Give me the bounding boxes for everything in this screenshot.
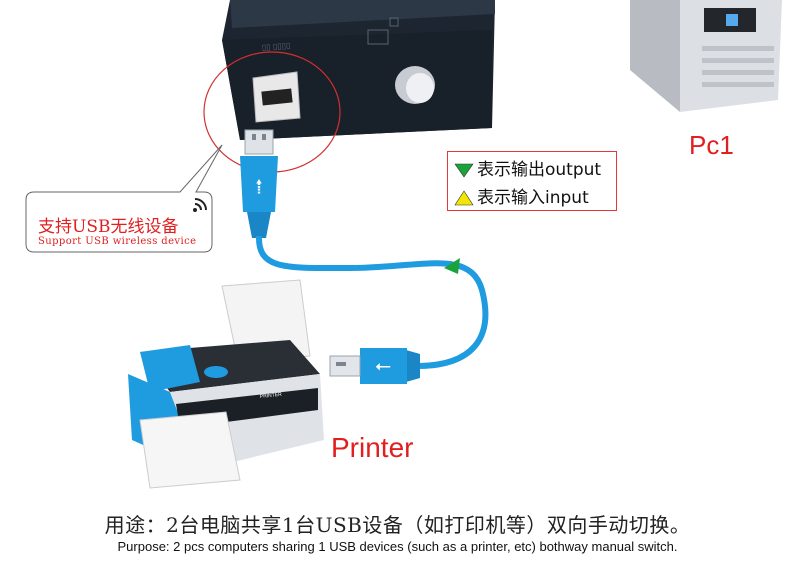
pc-tower-image <box>630 0 782 112</box>
output-arrow-icon <box>444 258 460 274</box>
input-triangle-icon <box>454 190 474 206</box>
callout-subtitle: Support USB wireless device <box>38 236 197 247</box>
usb-plug-printer: ⭠ <box>329 348 420 384</box>
switch-knob <box>395 66 435 104</box>
caption-chinese: 用途：2台电脑共享1台USB设备（如打印机等）双向手动切换。 <box>104 513 691 537</box>
usb-cable <box>255 235 489 369</box>
caption-english: Purpose: 2 pcs computers sharing 1 USB d… <box>117 539 678 554</box>
wifi-signal-icon <box>193 198 207 212</box>
svg-text:▯▯ ▯▯▯▯: ▯▯ ▯▯▯▯ <box>262 41 291 52</box>
legend-output-row: 表示输出output <box>454 155 601 180</box>
callout-title: 支持USB无线设备 <box>38 217 179 237</box>
svg-text:⭠: ⭠ <box>375 353 391 377</box>
output-triangle-icon <box>454 163 474 178</box>
printer-brand: PRINTER <box>260 392 283 400</box>
pc-label: Pc1 <box>689 130 734 160</box>
callout-bubble <box>25 144 223 253</box>
usb-plug-top: ⭫ <box>240 129 278 238</box>
legend-output-label: 表示输出output <box>477 160 602 180</box>
printer-label: Printer <box>331 432 414 463</box>
svg-text:⭫: ⭫ <box>255 175 263 200</box>
direction-legend: 表示输出output 表示输入input <box>447 151 617 211</box>
legend-input-row: 表示输入input <box>454 183 589 208</box>
usb-port <box>252 71 301 123</box>
printer-image: PRINTER <box>128 279 324 489</box>
legend-input-label: 表示输入input <box>477 188 589 208</box>
